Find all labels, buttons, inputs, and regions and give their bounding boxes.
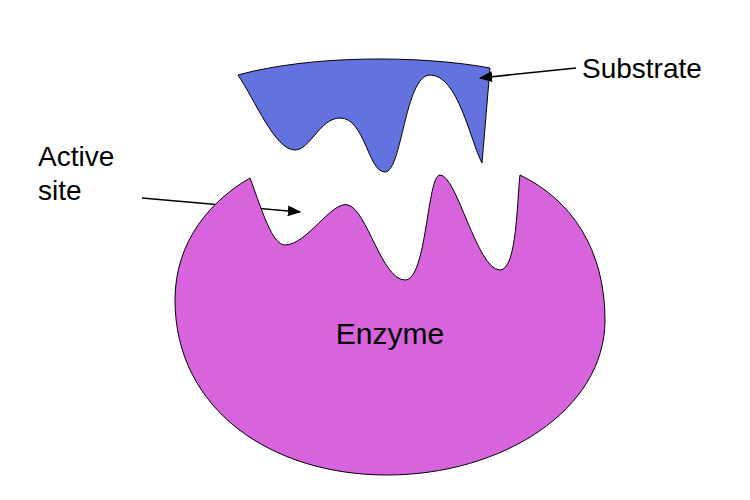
- enzyme-shape: Enzyme: [172, 170, 608, 480]
- substrate-shape: [238, 59, 490, 172]
- leader-line: [480, 68, 576, 78]
- node-label: Enzyme: [172, 317, 608, 352]
- part-label: Active site: [38, 140, 150, 207]
- part-label: Substrate: [582, 52, 702, 86]
